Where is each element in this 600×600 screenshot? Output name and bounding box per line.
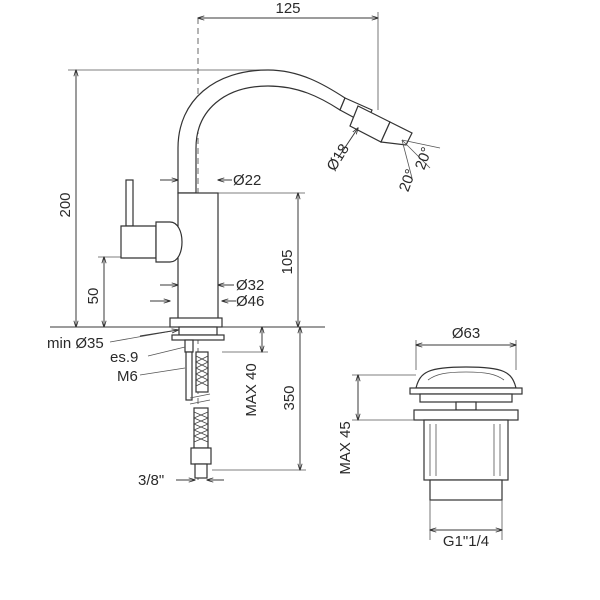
threaded-rod — [185, 351, 193, 401]
waste-thread-label: G1"1/4 — [443, 533, 489, 550]
max-thickness-label: MAX 40 — [243, 363, 260, 416]
lever-knob — [155, 221, 183, 263]
waste-nut — [413, 409, 519, 421]
spray-line-2 — [401, 139, 431, 169]
spray-angle-1-label: 20° — [396, 167, 420, 194]
thread-leader — [139, 367, 186, 376]
spray-line-3 — [401, 139, 413, 179]
waste-flange — [409, 387, 523, 395]
key-size-label: es.9 — [110, 349, 138, 366]
spray-line-1 — [401, 139, 441, 149]
mixer-body — [177, 192, 219, 321]
faucet-drawing: 125 200 50 105 Ø18 20° 20° — [47, 0, 441, 489]
hole-diameter-label: min Ø35 — [47, 335, 104, 352]
spout-tube — [177, 69, 346, 194]
spout-height-label: 105 — [279, 249, 296, 274]
spray-angle-2-label: 20° — [412, 145, 436, 172]
spout-diameter-label: Ø22 — [233, 172, 261, 189]
hose-break-mark — [189, 393, 211, 405]
base-flange — [169, 317, 223, 328]
waste-drawing: Ø63 MAX 45 G1"1/4 — [337, 325, 523, 550]
key-size-leader — [147, 346, 186, 357]
hose-length-label: 350 — [281, 385, 298, 410]
total-height-label: 200 — [57, 192, 74, 217]
base-diameter-label: Ø46 — [236, 293, 264, 310]
waste-cap — [415, 366, 517, 389]
braided-hose-lower — [193, 407, 209, 449]
waste-max-label: MAX 45 — [337, 421, 354, 474]
waste-stem — [455, 401, 477, 411]
hole-diameter-arrow — [139, 330, 178, 337]
lever-handle — [125, 179, 134, 227]
hose-connection-label: 3/8" — [138, 472, 164, 489]
waste-body — [423, 419, 509, 481]
waste-tail — [429, 479, 503, 501]
hose-nut — [190, 447, 212, 465]
body-diameter-label: Ø32 — [236, 277, 264, 294]
lever-height-label: 50 — [85, 288, 102, 305]
outlet-diameter-leader — [337, 128, 358, 159]
reach-dimension-label: 125 — [275, 0, 300, 17]
braided-hose-upper — [195, 351, 209, 393]
waste-gasket — [419, 393, 513, 403]
waste-cap-highlight — [427, 371, 505, 381]
lever-cartridge — [120, 225, 157, 259]
waste-body-lines — [429, 424, 501, 476]
deck-washer — [178, 326, 218, 336]
outlet-diameter-label: Ø18 — [323, 141, 352, 174]
hose-connector — [194, 463, 208, 479]
fixing-plate — [171, 334, 225, 341]
aerator-tip — [380, 121, 413, 146]
thread-label: M6 — [117, 368, 138, 385]
cap-diameter-label: Ø63 — [452, 325, 480, 342]
fixing-nut — [184, 339, 194, 353]
